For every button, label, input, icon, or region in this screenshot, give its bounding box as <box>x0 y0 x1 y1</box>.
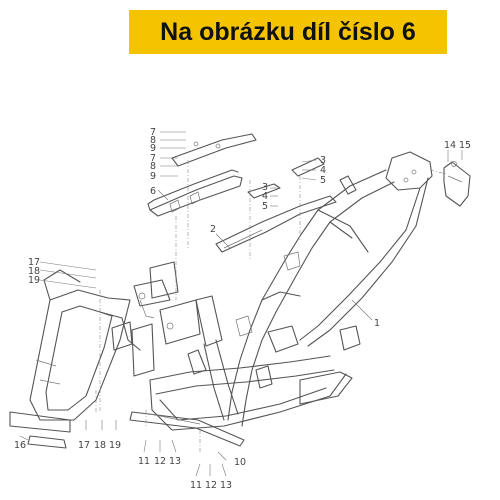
banner-title: Na obrázku díl číslo 6 <box>160 17 416 46</box>
callout-16: 16 <box>14 440 26 451</box>
callout-12a: 12 <box>154 456 166 467</box>
callout-8a: 8 <box>150 135 156 146</box>
callout-10: 10 <box>234 457 246 468</box>
callout-14: 14 <box>444 140 456 151</box>
callout-6: 6 <box>150 186 156 197</box>
callout-3b: 3 <box>320 155 326 166</box>
callout-11a: 11 <box>138 456 150 467</box>
part-number-banner: Na obrázku díl číslo 6 <box>129 10 447 54</box>
callout-9b: 9 <box>150 171 156 182</box>
callout-13b: 13 <box>220 480 232 491</box>
bracket-part-6 <box>147 169 243 217</box>
callout-8b: 8 <box>150 161 156 172</box>
front-subframe <box>9 269 141 449</box>
callout-9a: 9 <box>150 143 156 154</box>
mid-bracket <box>247 157 325 199</box>
callout-3a: 3 <box>262 182 268 193</box>
callout-18b: 18 <box>94 440 106 451</box>
lower-rail <box>129 411 245 447</box>
callout-19b: 19 <box>109 440 121 451</box>
callout-19a: 19 <box>28 275 40 286</box>
callout-labels: 7 8 9 7 8 9 6 3 4 5 3 4 5 2 1 14 15 17 1… <box>14 127 471 491</box>
upper-bracket <box>171 133 257 167</box>
callout-7a: 7 <box>150 127 156 138</box>
callout-7b: 7 <box>150 153 156 164</box>
main-frame <box>149 151 433 431</box>
callout-17b: 17 <box>78 440 90 451</box>
callout-13a: 13 <box>169 456 181 467</box>
assembly-lines <box>95 160 447 452</box>
callout-2: 2 <box>210 224 216 235</box>
leader-lines <box>19 131 463 477</box>
callout-17a: 17 <box>28 257 40 268</box>
callout-4a: 4 <box>262 191 268 202</box>
callout-5b: 5 <box>320 175 326 186</box>
callout-12b: 12 <box>205 480 217 491</box>
rear-plate <box>443 161 471 207</box>
callout-15: 15 <box>459 140 471 151</box>
callout-1: 1 <box>374 318 380 329</box>
callout-4b: 4 <box>320 165 326 176</box>
callout-11b: 11 <box>190 480 202 491</box>
side-rail <box>215 195 337 253</box>
steering-head <box>111 261 201 377</box>
callout-5a: 5 <box>262 201 268 212</box>
callout-18a: 18 <box>28 266 40 277</box>
